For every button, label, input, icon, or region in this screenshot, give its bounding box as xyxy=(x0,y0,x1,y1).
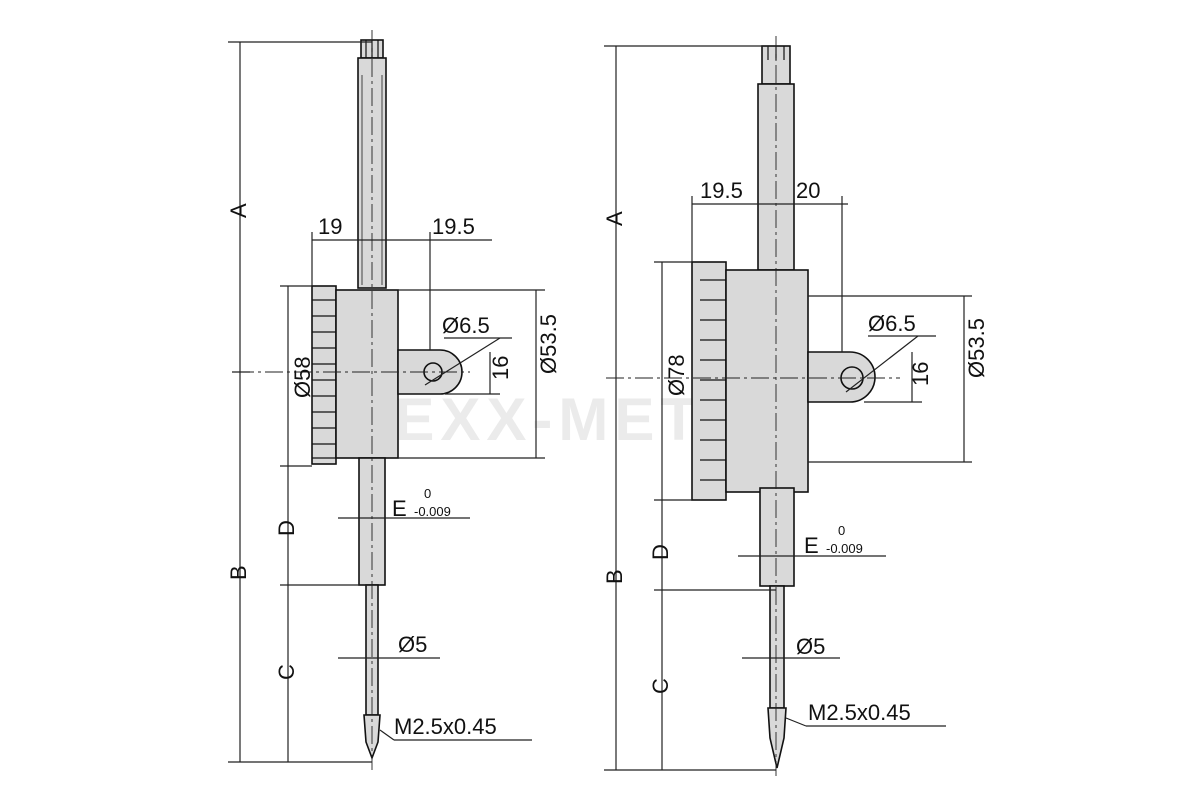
right-dim-20: 20 xyxy=(796,178,820,203)
right-dim-16: 16 xyxy=(908,362,933,386)
left-bezel-knurl xyxy=(311,285,337,465)
left-dim-19-5: 19.5 xyxy=(432,214,475,239)
right-dim-e: E xyxy=(804,533,819,558)
left-dim-dia6-5: Ø6.5 xyxy=(442,313,490,338)
right-dim-dia6-5: Ø6.5 xyxy=(868,311,916,336)
right-dim-d: D xyxy=(648,544,673,560)
right-lower-stem xyxy=(759,487,795,587)
right-spindle xyxy=(769,585,785,709)
left-dim-thread: M2.5x0.45 xyxy=(394,714,497,739)
left-dim-dia5: Ø5 xyxy=(398,632,427,657)
watermark: NEXX-MET xyxy=(345,386,703,453)
left-tol-upper: 0 xyxy=(424,486,431,501)
left-dim-dia53-5: Ø53.5 xyxy=(536,314,561,374)
right-dim-a: A xyxy=(602,211,627,226)
left-dim-16: 16 xyxy=(488,356,513,380)
right-body xyxy=(725,269,809,493)
right-contact-point xyxy=(767,707,787,769)
right-bezel-knurl xyxy=(691,261,727,501)
right-tol-lower: -0.009 xyxy=(826,541,863,556)
watermark-text: NEXX-MET xyxy=(345,386,703,453)
left-dim-19: 19 xyxy=(318,214,342,239)
left-knurl-lines xyxy=(312,299,336,459)
left-dim-d: D xyxy=(274,520,299,536)
right-dim-dia78: Ø78 xyxy=(664,354,689,396)
right-tol-upper: 0 xyxy=(838,523,845,538)
right-dim-c: C xyxy=(648,678,673,694)
right-dim-dia53-5: Ø53.5 xyxy=(964,318,989,378)
right-dim-dia5: Ø5 xyxy=(796,634,825,659)
left-dim-e: E xyxy=(392,496,407,521)
left-body xyxy=(335,289,399,459)
right-dim-thread: M2.5x0.45 xyxy=(808,700,911,725)
left-dim-a: A xyxy=(226,203,251,218)
left-dim-dia58: Ø58 xyxy=(290,356,315,398)
right-knurl-lines xyxy=(700,279,726,481)
left-indicator-drawing: A B D C Ø58 19 19.5 Ø53.5 Ø6.5 16 E xyxy=(226,30,561,770)
left-tol-lower: -0.009 xyxy=(414,504,451,519)
right-dim-b: B xyxy=(602,569,627,584)
right-dim-19-5: 19.5 xyxy=(700,178,743,203)
right-indicator-drawing: A B D C Ø78 19.5 20 Ø53.5 Ø6.5 16 E xyxy=(602,36,989,776)
left-dim-c: C xyxy=(274,664,299,680)
left-dim-b: B xyxy=(226,565,251,580)
